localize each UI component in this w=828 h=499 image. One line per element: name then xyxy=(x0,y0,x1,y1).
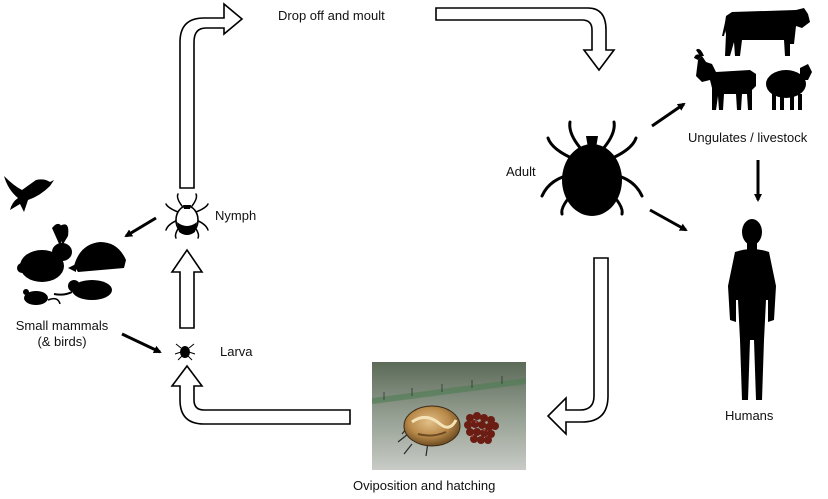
label-adult: Adult xyxy=(506,164,536,179)
larva-tick-icon xyxy=(174,343,196,361)
label-nymph: Nymph xyxy=(215,208,257,223)
arrow-moult-to-adult xyxy=(435,7,616,72)
arrow-adult-to-oviposition xyxy=(546,257,609,436)
label-small-mammals: Small mammals (& birds) xyxy=(8,318,116,350)
arrow-adult-to-ungulates xyxy=(651,102,686,128)
nymph-tick-icon xyxy=(165,193,209,239)
human-icon xyxy=(728,219,776,400)
label-oviposition-and-hatching: Oviposition and hatching xyxy=(353,478,496,493)
label-drop-off-and-moult: Drop off and moult xyxy=(278,8,385,23)
arrow-adult-to-humans xyxy=(649,208,688,232)
oviposition-photo xyxy=(372,362,526,470)
sheep-icon xyxy=(766,64,812,110)
label-small-mammals-line1: Small mammals xyxy=(15,318,109,333)
label-larva: Larva xyxy=(220,344,253,359)
arrow-nymph-to-moult xyxy=(179,2,244,189)
photo-canvas xyxy=(372,362,526,470)
label-small-mammals-line2: (& birds) xyxy=(37,334,87,349)
label-ungulates-livestock: Ungulates / livestock xyxy=(688,130,808,145)
hedgehog-icon xyxy=(68,242,126,272)
bird-icon xyxy=(4,176,54,212)
arrow-small-mammals-to-larva xyxy=(121,332,162,354)
arrow-oviposition-to-larva xyxy=(170,364,351,425)
cow-icon xyxy=(722,8,810,56)
mouse-icon xyxy=(23,289,61,305)
rat-icon xyxy=(53,280,112,300)
label-humans: Humans xyxy=(725,408,774,423)
arrow-larva-to-nymph xyxy=(170,248,204,329)
goat-icon xyxy=(694,48,756,110)
rabbit-icon xyxy=(17,223,72,282)
arrow-nymph-to-small-mammals xyxy=(124,216,157,238)
adult-tick-icon xyxy=(540,120,644,216)
